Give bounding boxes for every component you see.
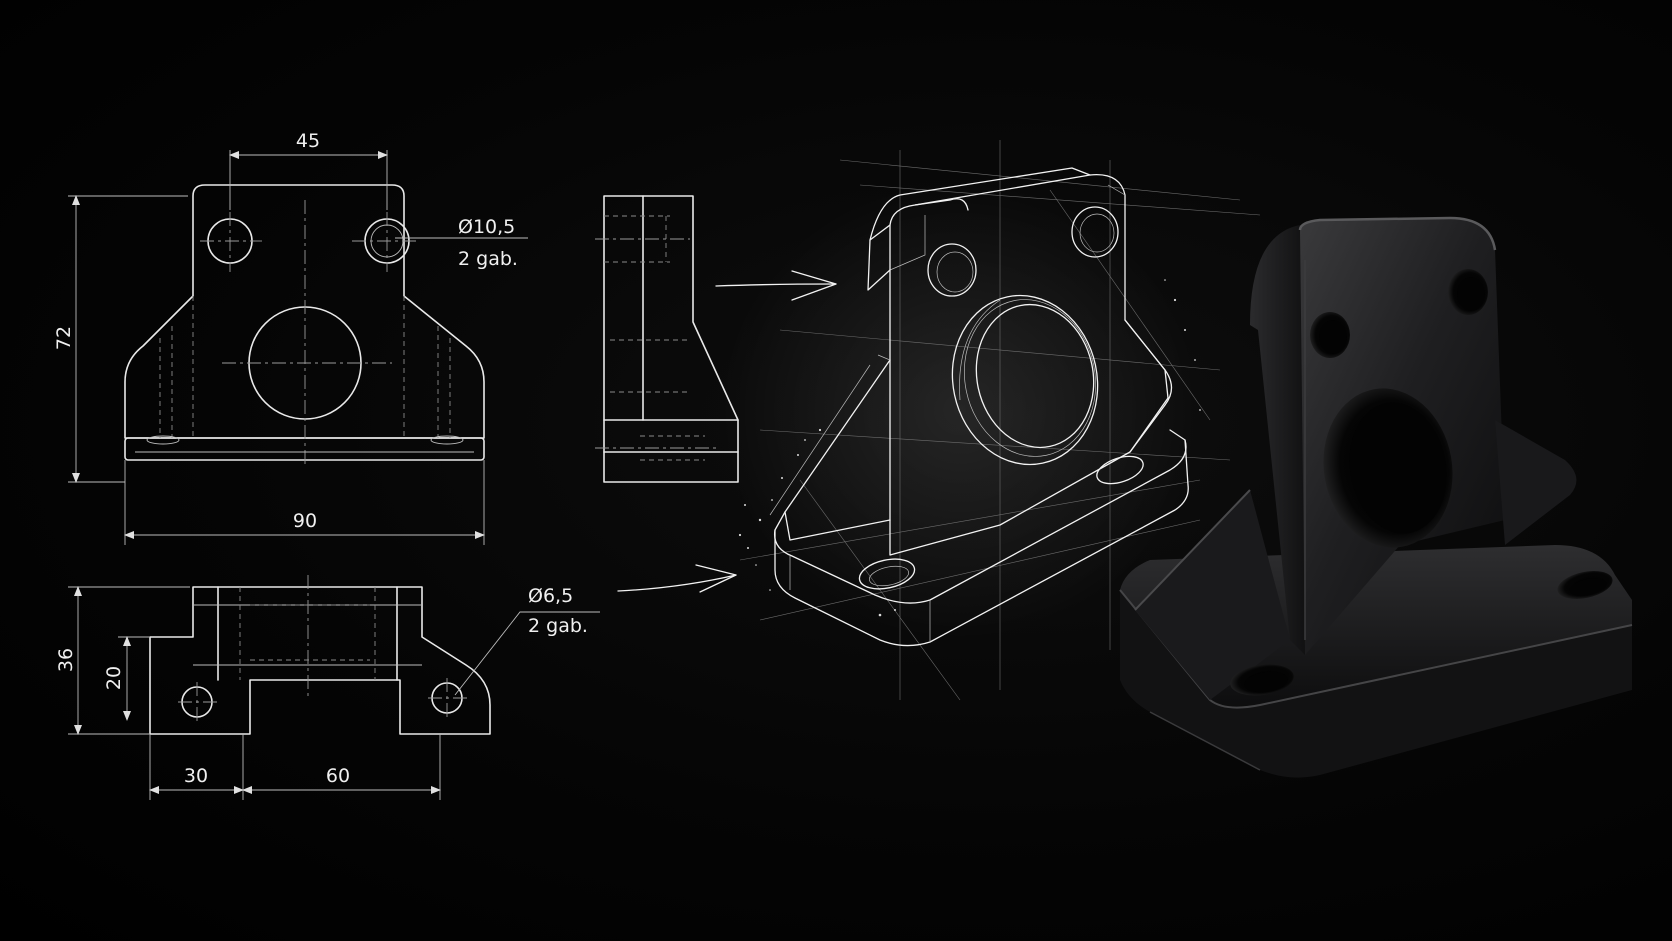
dim-small-hole-quantity: 2 gab.: [528, 615, 588, 637]
dim-large-hole-quantity: 2 gab.: [458, 248, 518, 270]
top-view: 36 20 30 60 Ø6,5 2 gab.: [55, 575, 600, 800]
side-view: [595, 195, 739, 483]
dim-hole-spacing: 60: [326, 765, 350, 787]
wireframe-sketch: [720, 140, 1261, 701]
dim-base-height: 36: [55, 648, 77, 672]
dim-slot-height: 20: [103, 666, 125, 690]
dim-width: 90: [293, 510, 317, 532]
rendered-part: [1119, 216, 1633, 778]
dim-height: 72: [53, 326, 75, 350]
dim-top-width: 45: [296, 130, 320, 152]
dim-small-hole-diameter: Ø6,5: [528, 585, 573, 607]
front-view: 45 72 90 Ø10,5 2 gab.: [53, 130, 528, 545]
dim-large-hole-diameter: Ø10,5: [458, 216, 515, 238]
dim-side-offset: 30: [184, 765, 208, 787]
